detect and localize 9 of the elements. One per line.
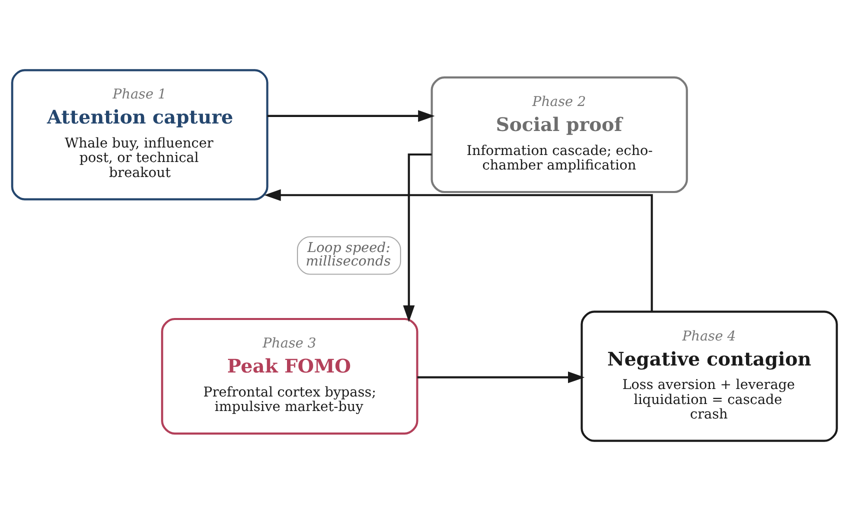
- arrow: [403, 152, 432, 322]
- node-box: Phase 2 Social proof Information cascade; echo-chamber amplification: [430, 76, 688, 193]
- arrow: [267, 110, 435, 122]
- arrow: [417, 370, 585, 383]
- node-box: Phase 4 Negative contagion Loss aversion + leverage liquidation = cascade crash: [580, 310, 838, 442]
- arrow: [264, 188, 653, 311]
- node-box: Phase 1 Attention capture Whale buy, influencer post, or technical breakout: [11, 68, 268, 200]
- node-box: Loop speed: milliseconds: [296, 236, 402, 274]
- node-box: Phase 3 Peak FOMO Prefrontal cortex bypass; impulsive market-buy: [161, 317, 418, 434]
